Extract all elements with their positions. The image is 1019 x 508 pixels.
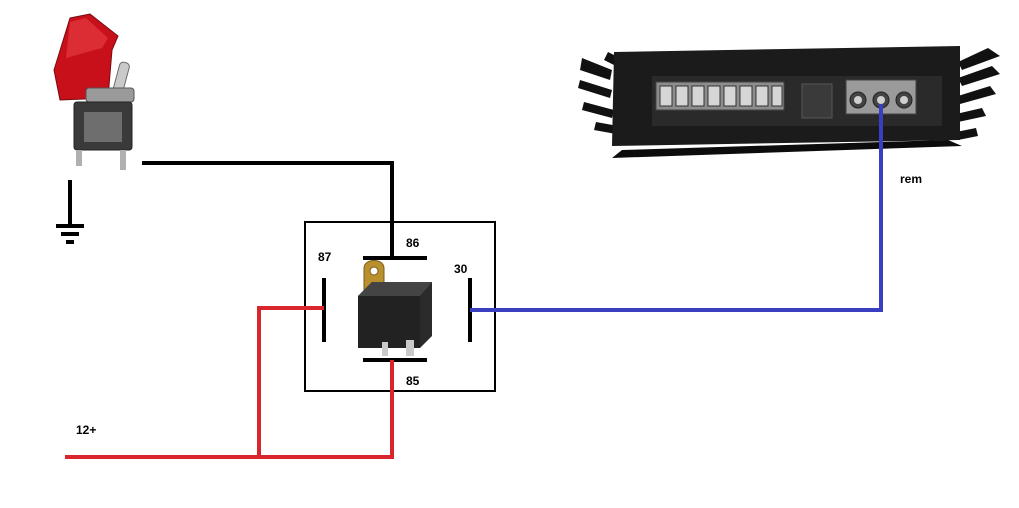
power-to-87-wire: [257, 306, 324, 457]
remote-wire: [470, 104, 883, 312]
toggle-switch-icon: [53, 13, 135, 170]
ground-icon: [56, 180, 84, 244]
switch-to-86-wire: [142, 161, 394, 258]
pin-85-label: 85: [406, 374, 420, 388]
remote-label: rem: [900, 172, 923, 186]
relay-icon: [358, 260, 432, 356]
pin-30-label: 30: [454, 262, 468, 276]
power-label: 12+: [76, 423, 97, 437]
pin-86-label: 86: [406, 236, 420, 250]
amplifier-icon: [578, 46, 1000, 158]
pin-87-label: 87: [318, 250, 332, 264]
power-to-85-wire: [65, 360, 394, 459]
